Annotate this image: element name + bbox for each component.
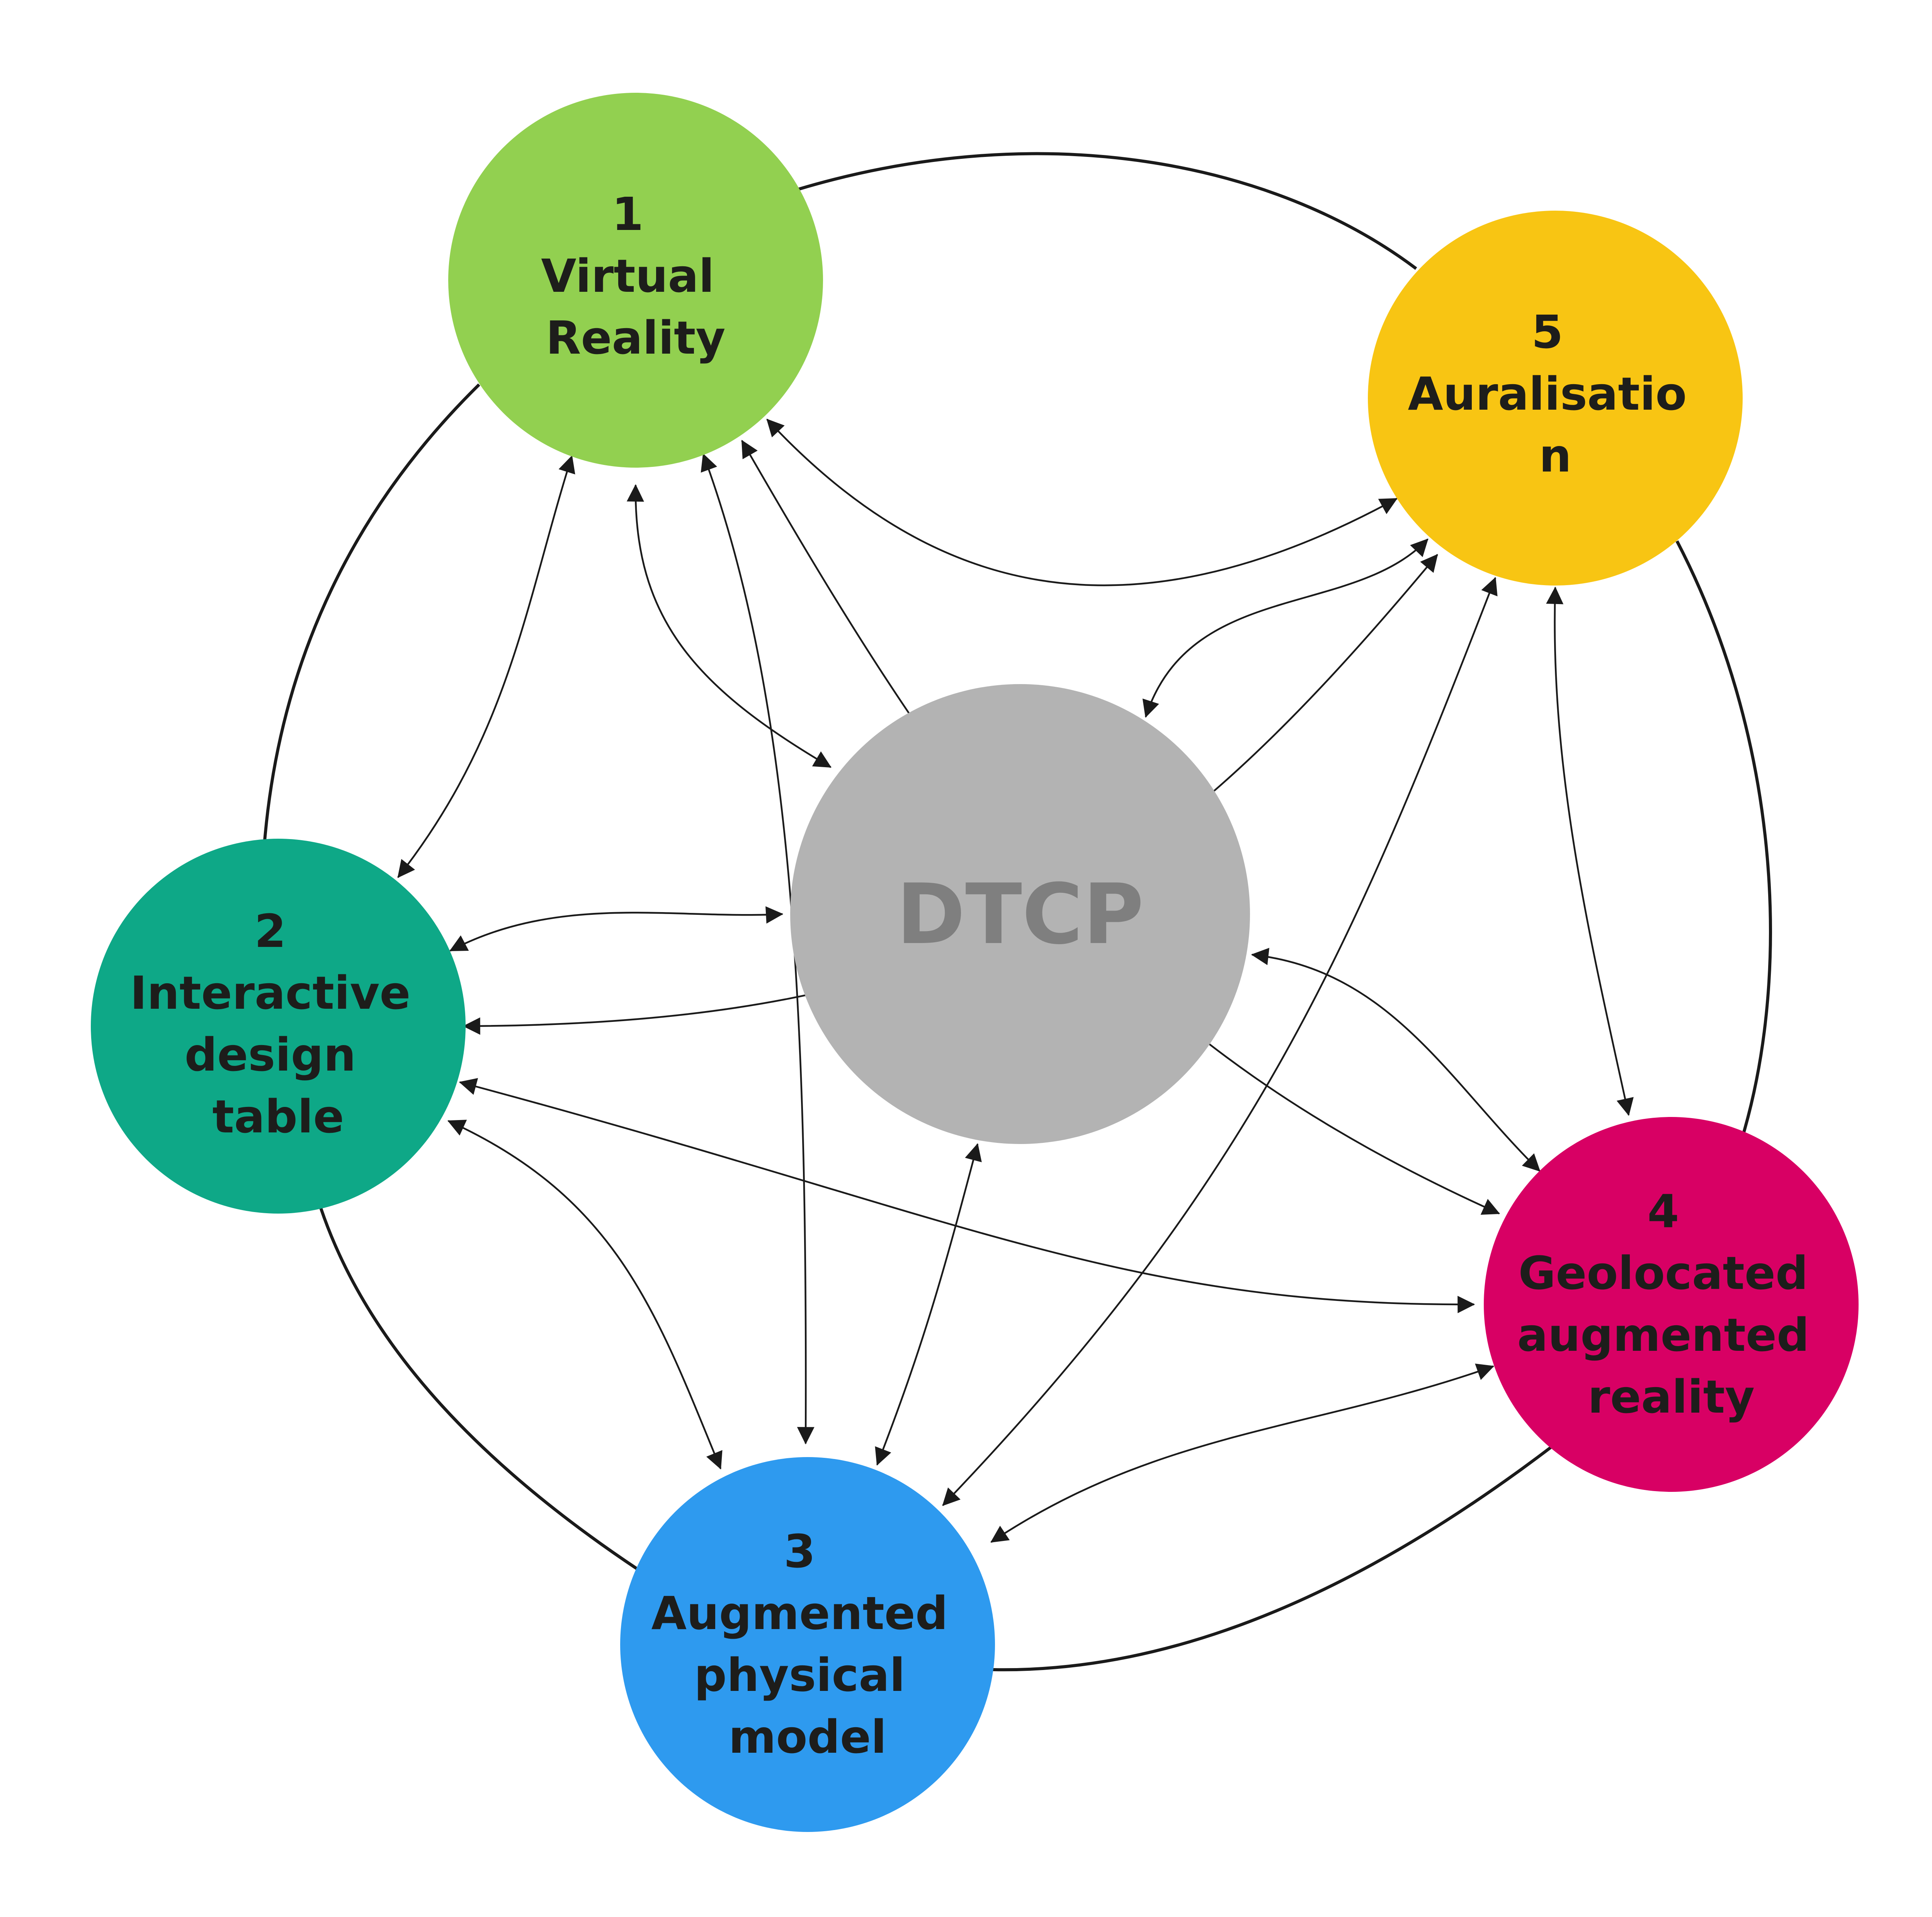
- arrow-2-3: [447, 1120, 723, 1470]
- node-4-number: 4: [1647, 1185, 1679, 1238]
- connection-arrows: [397, 419, 1634, 1543]
- arrow-5-4: [1546, 586, 1634, 1116]
- node-5-label-line-2: n: [1539, 429, 1571, 482]
- arrow-2-dtcp: [449, 906, 784, 952]
- ring-arc-5-4: [1675, 540, 1772, 1137]
- svg-text:5 Auralisatio n: 5 Auralisatio n: [1408, 305, 1703, 482]
- node-3-label-line-1: Augmented: [651, 1587, 948, 1640]
- node-auralisation[interactable]: 5 Auralisatio n: [1368, 211, 1743, 586]
- arrow-1-2: [397, 455, 575, 878]
- node-2-label-line-2: design: [185, 1028, 356, 1081]
- arrow-1-dtcp: [626, 484, 832, 768]
- arrow-dtcp-3: [875, 1143, 982, 1466]
- node-3-circle: [620, 1457, 995, 1832]
- center-node-circle: [790, 684, 1250, 1144]
- node-geolocated-augmented-reality[interactable]: 4 Geolocated augmented reality: [1484, 1117, 1859, 1492]
- center-node-dtcp[interactable]: DTCP: [790, 684, 1250, 1144]
- center-node-label: DTCP: [896, 866, 1144, 963]
- node-virtual-reality[interactable]: 1 Virtual Reality: [448, 93, 823, 468]
- node-3-label-line-3: model: [729, 1710, 887, 1764]
- svg-text:4 Geolocated augme: 4 Geolocated augmented reality: [1517, 1185, 1825, 1423]
- node-5-number: 5: [1531, 305, 1563, 359]
- node-2-circle: [91, 839, 466, 1214]
- arrow-1-3: [701, 453, 815, 1445]
- node-1-circle: [448, 93, 823, 468]
- svg-text:3 Augmented physic: 3 Augmented physical model: [651, 1525, 964, 1764]
- node-1-number: 1: [612, 187, 643, 241]
- node-2-label-line-1: Interactive: [130, 966, 410, 1020]
- node-interactive-design-table[interactable]: 2 Interactive design table: [91, 839, 466, 1214]
- node-1-label-line-2: Reality: [546, 311, 726, 364]
- node-3-number: 3: [784, 1525, 815, 1578]
- node-5-label-line-1: Auralisatio: [1408, 367, 1687, 421]
- node-1-label-line-1: Virtual: [541, 249, 714, 303]
- node-2-number: 2: [254, 904, 286, 958]
- ring-arc-4-3: [993, 1444, 1554, 1672]
- node-5-circle: [1368, 211, 1743, 586]
- arrow-1-5: [766, 419, 1398, 586]
- ring-arc-1-5: [797, 152, 1417, 270]
- node-2-label-line-3: table: [213, 1090, 344, 1143]
- ring-arc-2-1: [263, 383, 480, 841]
- arrow-dtcp-4: [1251, 948, 1541, 1172]
- node-augmented-physical-model[interactable]: 3 Augmented physical model: [620, 1457, 995, 1832]
- ring-arc-3-2: [319, 1207, 639, 1571]
- node-4-label-line-3: reality: [1588, 1370, 1755, 1423]
- node-3-label-line-2: physical: [694, 1648, 905, 1702]
- arrow-5-dtcp: [1142, 538, 1429, 718]
- arrow-3-4: [990, 1364, 1495, 1543]
- svg-text:1 Virtual Reality: 1 Virtual Reality: [541, 187, 730, 364]
- node-4-circle: [1484, 1117, 1859, 1492]
- node-4-label-line-1: Geolocated: [1518, 1246, 1808, 1300]
- node-4-label-line-2: augmented: [1517, 1308, 1809, 1362]
- svg-text:2 Interactive desi: 2 Interactive design table: [130, 904, 426, 1143]
